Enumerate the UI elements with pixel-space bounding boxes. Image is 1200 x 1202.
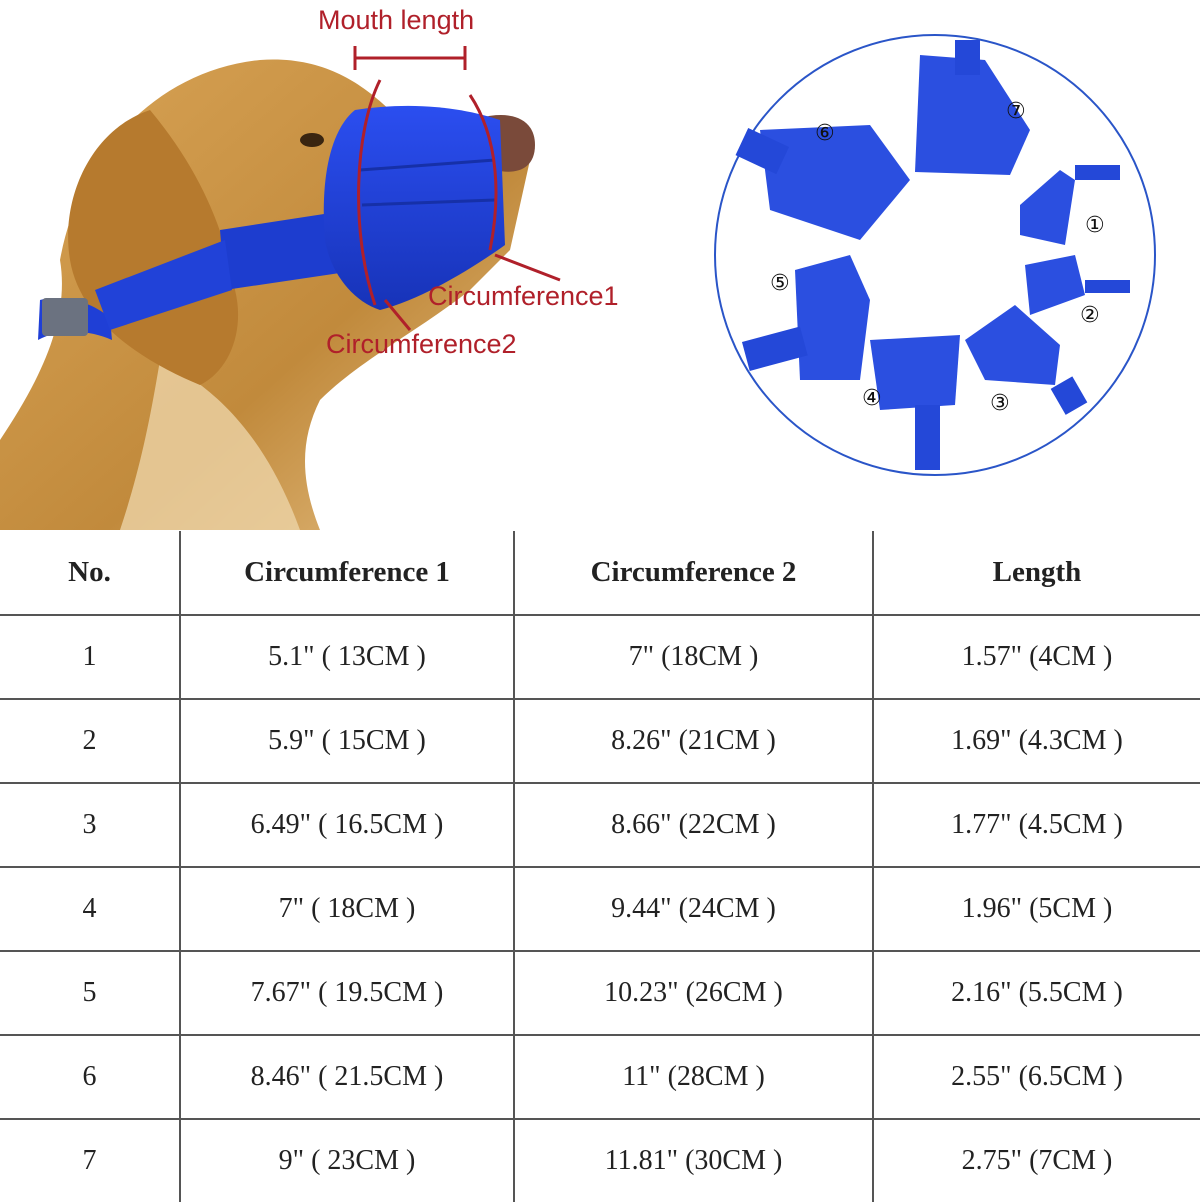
- cell-circumference-2: 10.23" (26CM ): [513, 950, 874, 1036]
- table-row: 3 6.49" ( 16.5CM ) 8.66" (22CM ) 1.77" (…: [0, 782, 1200, 868]
- size-table: No. Circumference 1 Circumference 2 Leng…: [0, 531, 1200, 1202]
- table-row: 7 9" ( 23CM ) 11.81" (30CM ) 2.75" (7CM …: [0, 1118, 1200, 1202]
- cell-no: 6: [0, 1034, 181, 1120]
- cell-length: 1.77" (4.5CM ): [872, 782, 1200, 868]
- cell-no: 2: [0, 698, 181, 784]
- cell-circumference-1: 5.1" ( 13CM ): [179, 614, 515, 700]
- header-no: No.: [0, 531, 181, 616]
- size-marker-2: ②: [1080, 303, 1100, 328]
- header-circumference-1: Circumference 1: [179, 531, 515, 616]
- cell-no: 4: [0, 866, 181, 952]
- cell-no: 3: [0, 782, 181, 868]
- cell-length: 1.69" (4.3CM ): [872, 698, 1200, 784]
- cell-circumference-2: 8.26" (21CM ): [513, 698, 874, 784]
- size-chart: No. Circumference 1 Circumference 2 Leng…: [0, 531, 1200, 1202]
- circumference2-label: Circumference2: [326, 329, 517, 359]
- cell-length: 1.57" (4CM ): [872, 614, 1200, 700]
- cell-circumference-1: 7.67" ( 19.5CM ): [179, 950, 515, 1036]
- cell-length: 2.55" (6.5CM ): [872, 1034, 1200, 1120]
- size-marker-7: ⑦: [1006, 99, 1026, 124]
- cell-length: 1.96" (5CM ): [872, 866, 1200, 952]
- cell-no: 7: [0, 1118, 181, 1202]
- cell-circumference-2: 7" (18CM ): [513, 614, 874, 700]
- table-row: 4 7" ( 18CM ) 9.44" (24CM ) 1.96" (5CM ): [0, 866, 1200, 952]
- size-marker-6: ⑥: [815, 121, 835, 146]
- muzzle: [95, 105, 505, 330]
- size-ring: [714, 34, 1156, 476]
- table-header-row: No. Circumference 1 Circumference 2 Leng…: [0, 531, 1200, 616]
- cell-circumference-2: 11" (28CM ): [513, 1034, 874, 1120]
- header-length: Length: [872, 531, 1200, 616]
- cell-circumference-2: 9.44" (24CM ): [513, 866, 874, 952]
- table-row: 6 8.46" ( 21.5CM ) 11" (28CM ) 2.55" (6.…: [0, 1034, 1200, 1120]
- size-marker-3: ③: [990, 391, 1010, 416]
- mouth-length-label: Mouth length: [318, 5, 475, 35]
- cell-circumference-2: 8.66" (22CM ): [513, 782, 874, 868]
- product-illustration: ⑦ ⑥ ① ② ⑤ ③ ④ Mouth length Circumference…: [0, 0, 1200, 530]
- cell-length: 2.75" (7CM ): [872, 1118, 1200, 1202]
- cell-circumference-1: 5.9" ( 15CM ): [179, 698, 515, 784]
- cell-no: 1: [0, 614, 181, 700]
- cell-circumference-2: 11.81" (30CM ): [513, 1118, 874, 1202]
- table-row: 5 7.67" ( 19.5CM ) 10.23" (26CM ) 2.16" …: [0, 950, 1200, 1036]
- size-marker-1: ①: [1085, 213, 1105, 238]
- cell-circumference-1: 6.49" ( 16.5CM ): [179, 782, 515, 868]
- size-marker-4: ④: [862, 386, 882, 411]
- header-circumference-2: Circumference 2: [513, 531, 874, 616]
- cell-circumference-1: 7" ( 18CM ): [179, 866, 515, 952]
- table-row: 1 5.1" ( 13CM ) 7" (18CM ) 1.57" (4CM ): [0, 614, 1200, 700]
- measurement-marks: [353, 46, 561, 331]
- cell-length: 2.16" (5.5CM ): [872, 950, 1200, 1036]
- size-marker-5: ⑤: [770, 271, 790, 296]
- cell-circumference-1: 9" ( 23CM ): [179, 1118, 515, 1202]
- dog-muzzle-illustration: ⑦ ⑥ ① ② ⑤ ③ ④: [0, 34, 1156, 530]
- cell-circumference-1: 8.46" ( 21.5CM ): [179, 1034, 515, 1120]
- circumference1-label: Circumference1: [428, 281, 619, 311]
- table-row: 2 5.9" ( 15CM ) 8.26" (21CM ) 1.69" (4.3…: [0, 698, 1200, 784]
- cell-no: 5: [0, 950, 181, 1036]
